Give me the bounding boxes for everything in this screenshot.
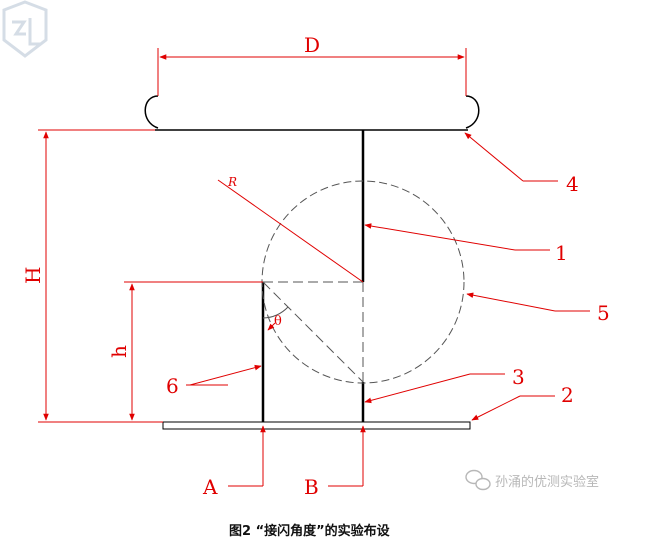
dimension-h [124, 281, 263, 421]
label-6: 6 [166, 374, 179, 398]
leader-2 [471, 395, 555, 421]
label-5: 5 [597, 301, 610, 325]
ground-plate [162, 421, 471, 430]
leader-6 [186, 364, 262, 386]
theta-label: θ [274, 314, 282, 329]
leader-5 [466, 292, 590, 312]
top-plate [144, 95, 480, 131]
theta-arrow [267, 322, 276, 331]
leader-1 [364, 223, 550, 251]
wechat-icon [465, 469, 491, 491]
dimension-H [38, 129, 163, 423]
radius-label: R [227, 175, 237, 189]
radius-line [217, 179, 364, 283]
dimension-h-label: h [107, 345, 131, 358]
label-3: 3 [512, 365, 525, 389]
logo-watermark [2, 0, 48, 58]
dimension-D-label: D [304, 33, 320, 57]
figure-caption: 图2 “接闪角度”的实验布设 [229, 523, 391, 539]
label-B: B [304, 475, 319, 499]
wechat-watermark: 孙涌的优测实验室 [465, 469, 599, 491]
callout-B [328, 425, 366, 487]
label-1: 1 [555, 241, 568, 265]
watermark-text: 孙涌的优测实验室 [495, 474, 599, 490]
callout-A [228, 425, 266, 487]
dimension-D [157, 48, 467, 96]
dimension-H-label: H [21, 267, 45, 284]
label-A: A [202, 475, 218, 499]
leader-4 [464, 132, 558, 182]
leader-3 [364, 373, 505, 404]
label-4: 4 [566, 172, 579, 196]
label-2: 2 [561, 383, 574, 407]
